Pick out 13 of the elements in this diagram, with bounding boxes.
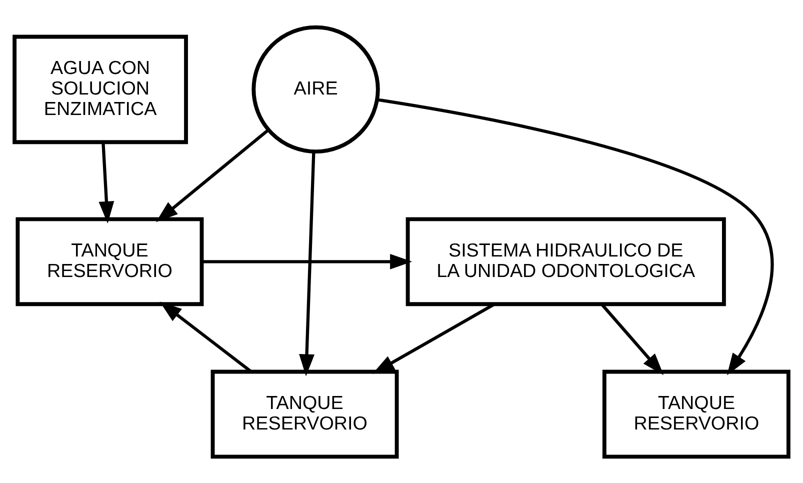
arrow: [202, 253, 412, 269]
node-box: SISTEMA HIDRAULICO DE LA UNIDAD ODONTOLOGICA: [406, 216, 726, 306]
node-box: TANQUE RESERVORIO: [16, 216, 204, 306]
arrow: [160, 301, 252, 372]
arrow: [156, 128, 270, 222]
arrow: [376, 98, 774, 375]
node-box: AGUA CON SOLUCION ENZIMATICA: [12, 34, 188, 144]
node-box: TANQUE RESERVORIO: [210, 369, 399, 458]
node-circle: AIRE: [252, 24, 380, 154]
arrow: [98, 142, 114, 223]
arrow: [372, 302, 495, 374]
arrow: [299, 152, 316, 376]
node-box: TANQUE RESERVORIO: [602, 369, 790, 458]
